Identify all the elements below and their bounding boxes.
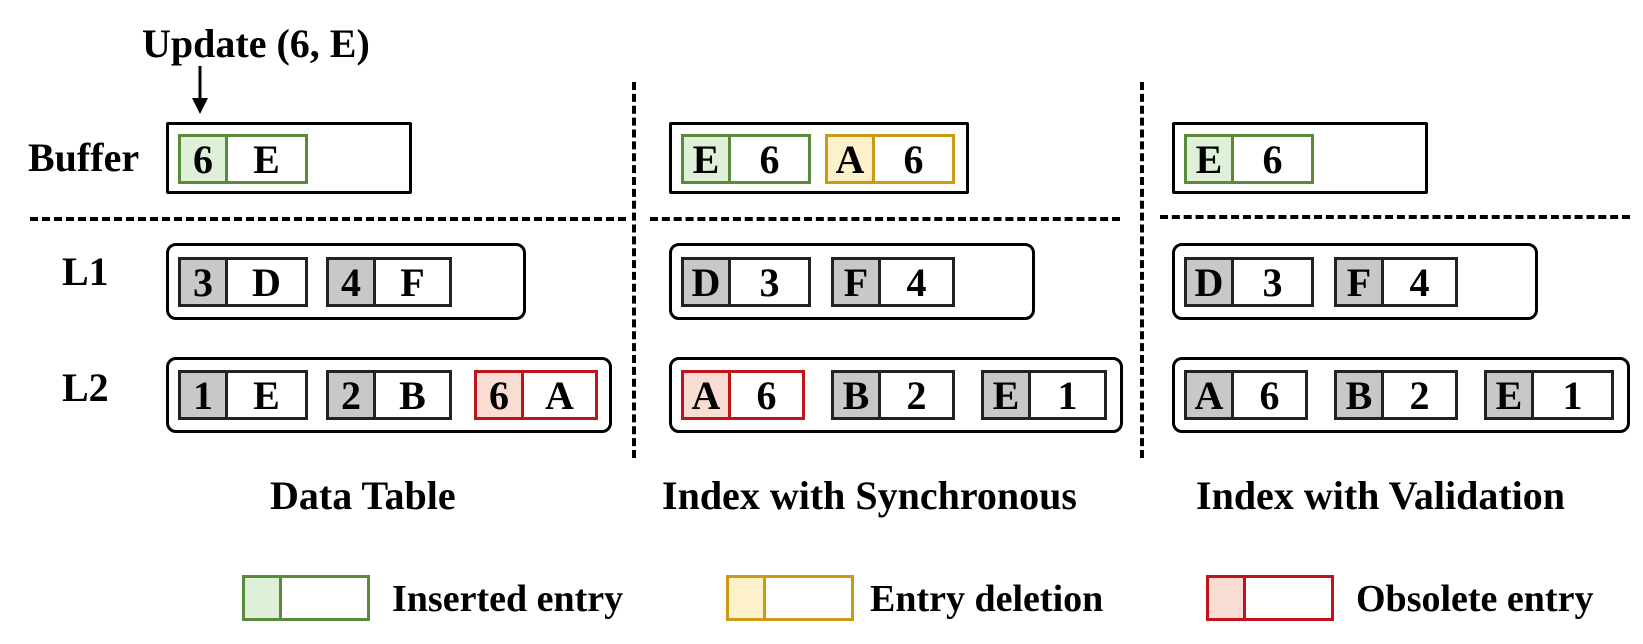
index-sync-buffer-entry-deletion: A 6 — [825, 134, 955, 184]
caption-index-sync: Index with Synchronous — [662, 473, 1077, 518]
entry-key: E — [1487, 373, 1534, 418]
entry-value: 6 — [1262, 136, 1283, 182]
entry-key: 6 — [477, 373, 524, 418]
index-sync-l2-entry-obsolete: A 6 — [681, 370, 805, 420]
data-table-l2-box — [166, 357, 612, 433]
entry-value: 1 — [1562, 372, 1583, 418]
entry-value: 6 — [756, 372, 777, 418]
entry-key: A — [1187, 373, 1234, 418]
index-sync-l2-entry: E 1 — [981, 370, 1107, 420]
buffer-separator-right — [1160, 215, 1630, 219]
index-validation-l2-entry: A 6 — [1184, 370, 1308, 420]
entry-key: A — [828, 137, 875, 182]
buffer-separator-middle — [650, 217, 1120, 221]
entry-value: D — [252, 259, 281, 305]
entry-value: B — [399, 372, 426, 418]
index-validation-l1-entry: D 3 — [1184, 257, 1314, 307]
entry-key: E — [684, 137, 731, 182]
legend-label-obsolete: Obsolete entry — [1356, 578, 1594, 620]
index-validation-l2-box — [1172, 357, 1630, 433]
entry-key: 4 — [329, 260, 376, 305]
data-table-l2-entry-obsolete: 6 A — [474, 370, 598, 420]
index-validation-buffer-entry: E 6 — [1184, 134, 1314, 184]
entry-key: 3 — [181, 260, 228, 305]
row-label-buffer: Buffer — [28, 135, 140, 180]
index-validation-l2-entry: E 1 — [1484, 370, 1614, 420]
entry-key: E — [984, 373, 1031, 418]
entry-key: D — [684, 260, 731, 305]
entry-key: E — [1187, 137, 1234, 182]
index-sync-l2-box — [669, 357, 1123, 433]
down-arrow-icon — [192, 66, 208, 114]
entry-value: 3 — [759, 259, 780, 305]
data-table-buffer-entry: 6 E — [178, 134, 308, 184]
entry-value: F — [400, 259, 425, 305]
legend-swatch-deletion — [726, 575, 854, 621]
caption-index-validation: Index with Validation — [1196, 473, 1566, 518]
entry-key: 2 — [329, 373, 376, 418]
entry-value: E — [253, 136, 280, 182]
entry-key: 6 — [181, 137, 228, 182]
entry-value: 4 — [1409, 259, 1430, 305]
entry-value: 6 — [759, 136, 780, 182]
data-table-l1-box — [166, 243, 526, 320]
index-validation-l2-entry: B 2 — [1334, 370, 1458, 420]
panel-divider-1 — [632, 82, 636, 458]
index-validation-buffer-box — [1172, 122, 1428, 194]
data-table-buffer-box — [166, 122, 412, 194]
index-validation-l1-box — [1172, 243, 1538, 320]
data-table-l2-entry: 1 E — [178, 370, 308, 420]
entry-key: F — [1337, 260, 1384, 305]
entry-key: 1 — [181, 373, 228, 418]
entry-value: 1 — [1057, 372, 1078, 418]
index-validation-l1-entry: F 4 — [1334, 257, 1458, 307]
entry-key: D — [1187, 260, 1234, 305]
entry-key: B — [1337, 373, 1384, 418]
entry-value: 3 — [1262, 259, 1283, 305]
entry-value: A — [545, 372, 574, 418]
row-label-l1: L1 — [62, 249, 109, 294]
entry-key: A — [684, 373, 731, 418]
legend-label-deletion: Entry deletion — [870, 578, 1104, 620]
entry-value: 6 — [1259, 372, 1280, 418]
index-sync-l1-entry: F 4 — [831, 257, 955, 307]
data-table-l1-entry: 3 D — [178, 257, 308, 307]
entry-value: 2 — [1409, 372, 1430, 418]
row-label-l2: L2 — [62, 365, 109, 410]
entry-value: 2 — [906, 372, 927, 418]
update-label: Update (6, E) — [142, 21, 370, 66]
legend-swatch-inserted — [242, 575, 370, 621]
entry-key: B — [834, 373, 881, 418]
index-sync-buffer-box — [669, 122, 969, 194]
entry-key: F — [834, 260, 881, 305]
data-table-l2-entry: 2 B — [326, 370, 452, 420]
legend-swatch-obsolete — [1206, 575, 1334, 621]
panel-divider-2 — [1140, 82, 1144, 458]
index-sync-buffer-entry: E 6 — [681, 134, 811, 184]
entry-value: 6 — [903, 136, 924, 182]
legend-label-inserted: Inserted entry — [392, 578, 624, 620]
index-sync-l2-entry: B 2 — [831, 370, 955, 420]
entry-value: E — [253, 372, 280, 418]
buffer-separator-left — [30, 217, 626, 221]
entry-value: 4 — [906, 259, 927, 305]
data-table-l1-entry: 4 F — [326, 257, 452, 307]
index-sync-l1-entry: D 3 — [681, 257, 811, 307]
caption-data-table: Data Table — [270, 473, 456, 518]
index-sync-l1-box — [669, 243, 1035, 320]
